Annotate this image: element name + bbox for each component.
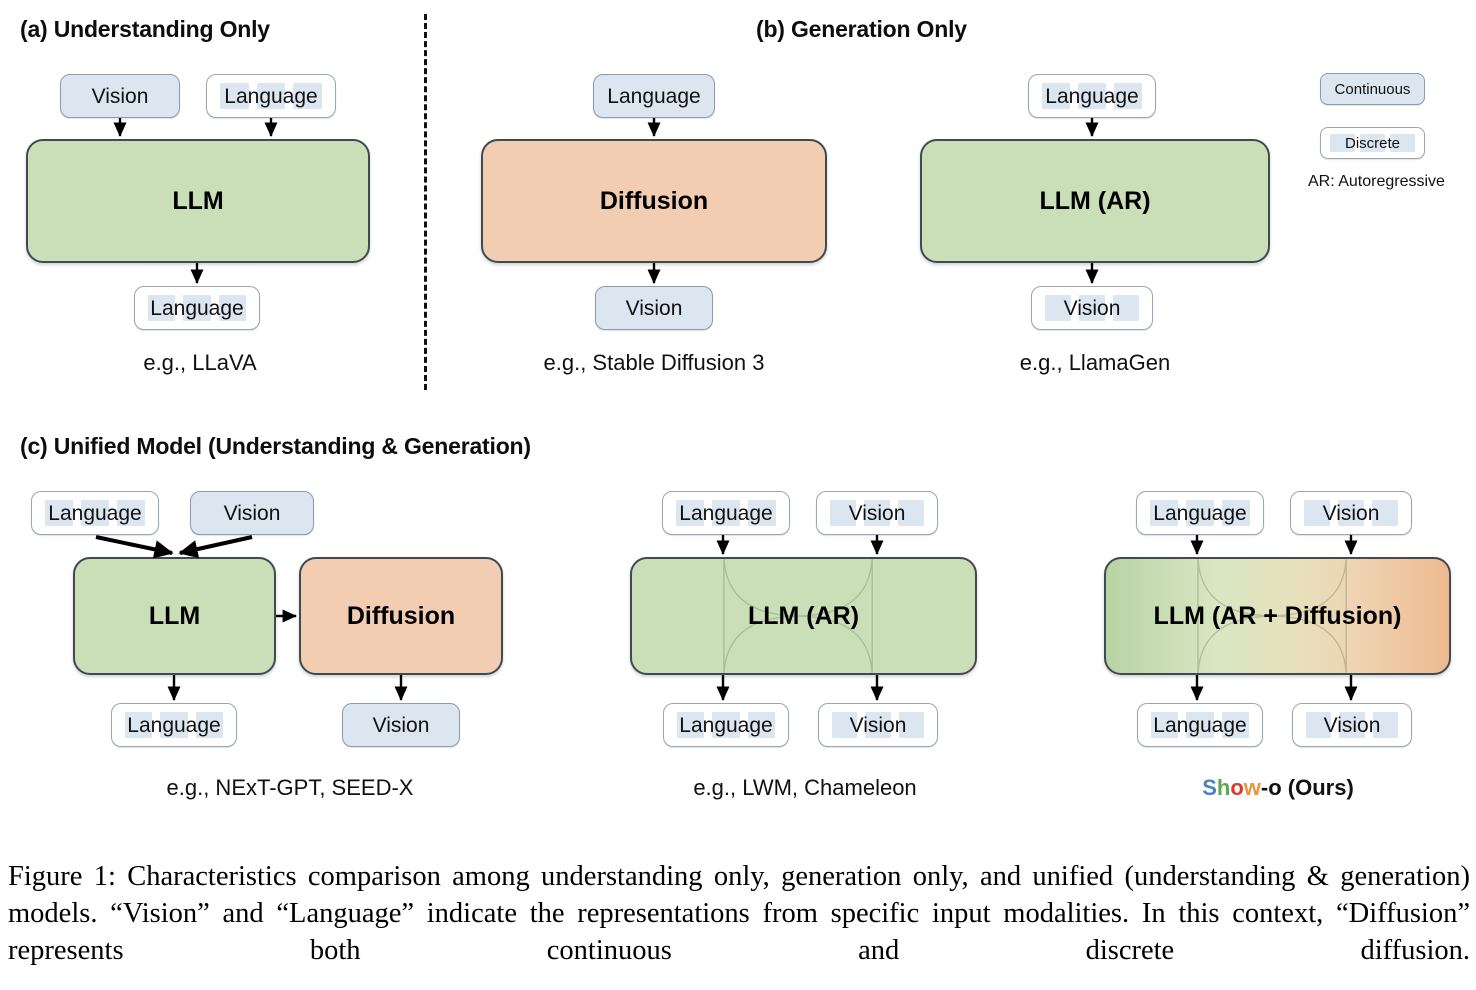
node-language-input-c3: Language	[1136, 491, 1264, 535]
node-label: Language	[1153, 501, 1247, 525]
panel-b-title: (b) Generation Only	[756, 16, 967, 42]
example-caption-c1: e.g., NExT-GPT, SEED-X	[166, 775, 414, 800]
node-label: Language	[48, 501, 142, 525]
legend-label: Discrete	[1344, 134, 1400, 152]
legend-discrete-swatch: Discrete	[1320, 127, 1425, 159]
node-vision-input-a: Vision	[60, 74, 180, 118]
node-language-input-b2: Language	[1028, 74, 1156, 118]
figure-caption: Figure 1: Characteristics comparison amo…	[8, 861, 1470, 967]
model-block-diffusion-c1: Diffusion	[299, 557, 503, 675]
show-o-letter-s: S	[1202, 775, 1217, 800]
attention-routing-pattern	[1197, 559, 1347, 673]
node-label: Language	[679, 713, 773, 737]
node-label: Vision	[1323, 713, 1381, 737]
node-label: Language	[1153, 713, 1247, 737]
show-o-letter-o: o	[1230, 775, 1244, 800]
model-block-llm-a: LLM	[26, 139, 370, 263]
example-caption-a: e.g., LLaVA	[143, 350, 257, 375]
legend-abbreviation: AR: Autoregressive	[1308, 173, 1445, 190]
node-label: Vision	[1322, 501, 1380, 525]
node-label: Language	[127, 713, 221, 737]
legend-label: Continuous	[1334, 80, 1411, 98]
example-caption-b2: e.g., LlamaGen	[1019, 350, 1171, 375]
node-label: Vision	[91, 84, 149, 108]
show-o-letter-h: h	[1216, 775, 1231, 800]
model-block-label: LLM (AR + Diffusion)	[1153, 601, 1402, 630]
node-language-input-c1: Language	[31, 491, 159, 535]
legend-continuous-swatch: Continuous	[1320, 73, 1425, 105]
model-block-label: LLM	[172, 186, 224, 215]
model-block-llm-c1: LLM	[73, 557, 276, 675]
node-vision-output-c1: Vision	[342, 703, 460, 747]
node-language-output-c1: Language	[111, 703, 237, 747]
model-block-label: LLM (AR)	[1039, 186, 1151, 215]
node-vision-output-c2: Vision	[818, 703, 938, 747]
node-vision-input-c1: Vision	[190, 491, 314, 535]
model-block-label: Diffusion	[599, 186, 709, 215]
panel-divider	[424, 14, 427, 390]
node-vision-output-c3: Vision	[1292, 703, 1412, 747]
model-block-llm-ar-b2: LLM (AR)	[920, 139, 1270, 263]
model-block-label: LLM	[148, 601, 201, 630]
show-o-letter-w: w	[1243, 775, 1261, 800]
node-label: Language	[224, 84, 318, 108]
node-label: Vision	[849, 713, 907, 737]
node-language-output-c2: Language	[663, 703, 789, 747]
node-language-output-c3: Language	[1137, 703, 1263, 747]
node-label: Vision	[625, 296, 683, 320]
node-language-input-c2: Language	[662, 491, 790, 535]
panel-c-title: (c) Unified Model (Understanding & Gener…	[20, 433, 531, 459]
node-language-output-a: Language	[134, 286, 260, 330]
node-vision-input-c2: Vision	[816, 491, 938, 535]
node-label: Language	[1045, 84, 1139, 108]
show-o-suffix: -o (Ours)	[1260, 775, 1354, 800]
node-label: Vision	[848, 501, 906, 525]
example-caption-b1: e.g., Stable Diffusion 3	[543, 350, 765, 375]
node-vision-output-b2: Vision	[1031, 286, 1153, 330]
model-block-llm-ar-diffusion-c3: LLM (AR + Diffusion)	[1104, 557, 1451, 675]
example-caption-c3: Show-o (Ours)	[1078, 775, 1476, 801]
node-vision-input-c3: Vision	[1290, 491, 1412, 535]
node-label: Language	[679, 501, 773, 525]
node-vision-output-b1: Vision	[595, 286, 713, 330]
panel-a-title: (a) Understanding Only	[20, 16, 270, 42]
node-language-input-a: Language	[206, 74, 336, 118]
attention-routing-pattern	[723, 559, 873, 673]
model-block-label: LLM (AR)	[747, 601, 860, 630]
node-language-input-b1: Language	[593, 74, 715, 118]
node-label: Vision	[1063, 296, 1121, 320]
node-label: Language	[607, 84, 701, 108]
node-label: Vision	[372, 713, 430, 737]
example-caption-c2: e.g., LWM, Chameleon	[693, 775, 917, 800]
model-block-diffusion-b1: Diffusion	[481, 139, 827, 263]
node-label: Language	[150, 296, 244, 320]
model-block-label: Diffusion	[346, 601, 456, 630]
model-block-llm-ar-c2: LLM (AR)	[630, 557, 977, 675]
node-label: Vision	[223, 501, 281, 525]
